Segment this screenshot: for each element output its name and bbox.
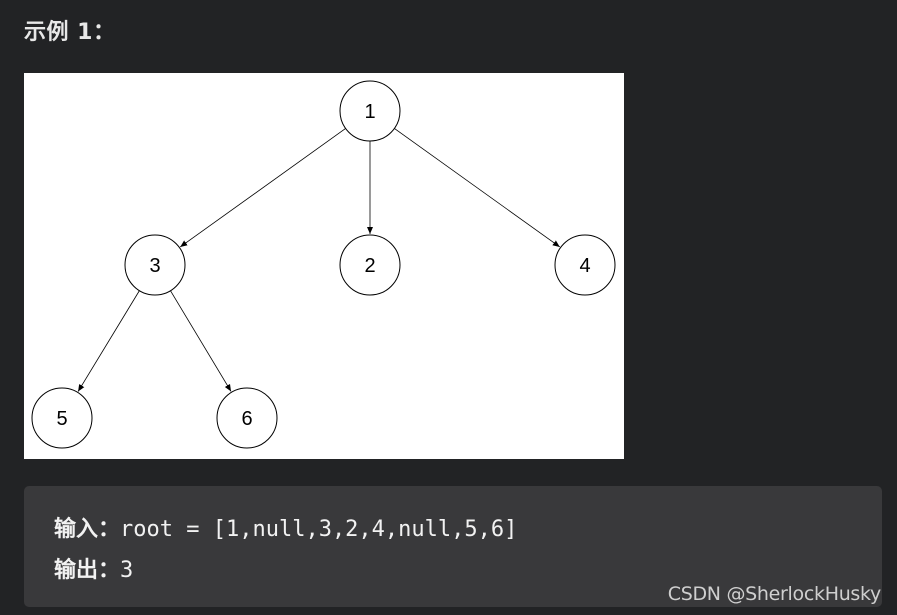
node-label: 5 (56, 408, 67, 430)
node-circle (339, 80, 401, 142)
node-label: 2 (364, 255, 375, 277)
tree-node-6: 6 (216, 387, 278, 449)
input-value: root = [1,null,3,2,4,null,5,6] (120, 517, 518, 542)
tree-node-5: 5 (31, 387, 93, 449)
example-heading: 示例 1： (24, 20, 116, 45)
output-line: 输出：3 (54, 552, 133, 584)
tree-node-4: 4 (554, 234, 616, 296)
node-label: 4 (579, 255, 590, 277)
tree-svg: 1 3 2 4 5 6 (31, 80, 616, 449)
output-value: 3 (120, 558, 134, 583)
tree-node-1: 1 (339, 80, 401, 142)
input-line: 输入：root = [1,null,3,2,4,null,5,6] (54, 511, 517, 543)
node-circle (216, 387, 278, 449)
edge-3-to-5 (77, 290, 140, 392)
input-label: 输入： (54, 517, 121, 542)
node-circle (31, 387, 93, 449)
tree-diagram: 1 3 2 4 5 6 (24, 73, 624, 459)
nodes-layer: 1 3 2 4 5 6 (31, 80, 616, 449)
node-label: 6 (241, 408, 252, 430)
edge-3-to-6 (170, 290, 232, 392)
node-label: 3 (149, 255, 160, 277)
edge-1-to-4 (394, 128, 561, 248)
edges-layer (77, 128, 561, 392)
tree-node-2: 2 (339, 234, 401, 296)
node-circle (554, 234, 616, 296)
node-circle (124, 234, 186, 296)
watermark: CSDN @SherlockHusky (667, 583, 882, 605)
output-label: 输出： (54, 558, 121, 583)
example-code-block: 输入：root = [1,null,3,2,4,null,5,6] 输出：3 (24, 486, 882, 607)
tree-node-3: 3 (124, 234, 186, 296)
edge-1-to-3 (179, 128, 346, 248)
node-circle (339, 234, 401, 296)
node-label: 1 (364, 101, 375, 123)
